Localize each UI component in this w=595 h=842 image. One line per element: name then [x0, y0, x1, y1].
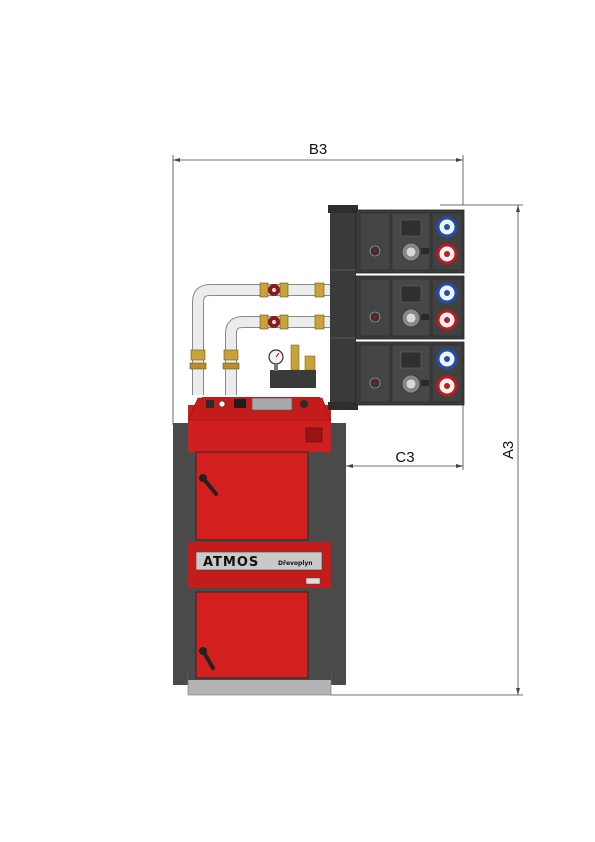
- fitting-inner-nut: [222, 362, 240, 370]
- supply-thermometer-center: [444, 317, 450, 323]
- brand-model: Dřevoplyn: [278, 560, 313, 567]
- valve-top-left: [259, 282, 269, 298]
- control-switch-2: [234, 399, 246, 408]
- pump-module-2: [355, 275, 465, 340]
- pump-terminal: [421, 314, 429, 320]
- safety-group-body: [270, 370, 316, 388]
- a3-arrow-top: [516, 205, 520, 212]
- c3-label: C3: [395, 449, 414, 466]
- pump-module-stack: [328, 205, 358, 410]
- pump-control-box: [400, 285, 422, 303]
- pump-rotor-icon: [405, 378, 417, 390]
- upper-door-handle: [201, 476, 218, 496]
- return-thermometer-center: [444, 290, 450, 296]
- fitting-inner-vertical: [223, 349, 239, 361]
- a3-label: A3: [500, 441, 517, 459]
- valve-handles: [268, 284, 280, 328]
- inner-pipe: [226, 317, 330, 395]
- pump-terminal: [421, 248, 429, 254]
- brand-nameplate: [195, 551, 323, 571]
- valve-handle-mid-hub: [272, 320, 276, 324]
- valve-mid-right: [279, 314, 289, 330]
- module-left-valve-dot: [373, 381, 377, 385]
- pump-control-box: [400, 219, 422, 237]
- fitting-left-vertical: [190, 349, 206, 361]
- pressure-gauge-stem: [274, 364, 278, 371]
- valve-mid-left: [259, 314, 269, 330]
- fitting-left-nut: [189, 362, 207, 370]
- control-switch-1: [206, 400, 214, 408]
- dimension-lines: [172, 155, 523, 696]
- upper-door-outline: [195, 451, 309, 541]
- supply-thermometer-center: [444, 251, 450, 257]
- c3-arrow-right: [456, 464, 463, 468]
- pump-module-3: [355, 341, 465, 406]
- pump-rotor-icon: [405, 246, 417, 258]
- control-knob: [300, 400, 308, 408]
- air-vent-valve: [290, 344, 300, 371]
- valve-handle-top-hub: [272, 288, 276, 292]
- rating-label: [305, 577, 321, 585]
- supply-thermometer-center: [444, 383, 450, 389]
- flue-sensor-box: [305, 427, 323, 443]
- c3-arrow-left: [346, 464, 353, 468]
- boiler-side-right: [330, 423, 346, 685]
- outer-pipe: [193, 285, 330, 395]
- pump-control-box: [400, 351, 422, 369]
- supply-pipes: [192, 284, 330, 395]
- safety-group: [268, 344, 316, 388]
- return-thermometer-center: [444, 356, 450, 362]
- lower-door-handle: [201, 649, 215, 670]
- module-left-section: [359, 278, 391, 337]
- pump-module-1: [355, 209, 465, 274]
- module-left-valve-dot: [373, 249, 377, 253]
- pump-modules: [355, 209, 465, 406]
- distributor-manifold: [330, 205, 356, 410]
- pressure-gauge-needle: [275, 352, 280, 358]
- manifold-cap-bottom: [328, 402, 358, 410]
- b3-arrow-left: [173, 158, 180, 162]
- upper-door: [195, 451, 309, 541]
- module-left-section: [359, 212, 391, 271]
- boiler-side-left: [173, 423, 189, 685]
- lower-door: [195, 591, 309, 679]
- brass-fittings: [189, 282, 325, 370]
- valve-top-end: [314, 282, 325, 298]
- module-left-valve-dot: [373, 315, 377, 319]
- valve-mid-end: [314, 314, 325, 330]
- relief-valve: [304, 355, 316, 371]
- manifold-cap-top: [328, 205, 358, 213]
- brand-logo: ATMOS: [203, 555, 259, 570]
- display-window: [251, 397, 293, 411]
- a3-arrow-bottom: [516, 688, 520, 695]
- b3-label: B3: [309, 141, 327, 158]
- return-thermometer-center: [444, 224, 450, 230]
- pump-rotor-icon: [405, 312, 417, 324]
- b3-arrow-right: [456, 158, 463, 162]
- dimension-arrows: [173, 158, 520, 695]
- pump-terminal: [421, 380, 429, 386]
- valve-top-right: [279, 282, 289, 298]
- boiler: ATMOS Dřevoplyn: [173, 397, 346, 696]
- thermometer-dial-icon: [218, 400, 226, 408]
- module-left-section: [359, 344, 391, 403]
